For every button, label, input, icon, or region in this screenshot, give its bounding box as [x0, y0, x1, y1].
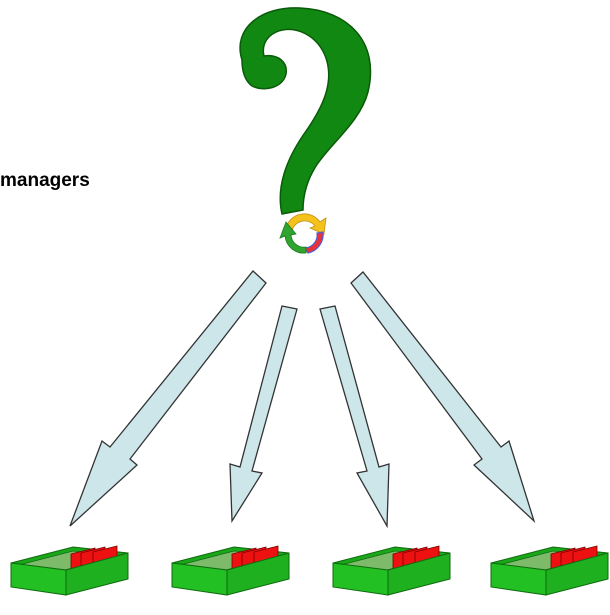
- arrow-3: [319, 305, 390, 529]
- sorting-tray-icon: [10, 545, 129, 596]
- arrow-4: [350, 271, 536, 524]
- cycle-green-segment: [279, 221, 307, 254]
- arrow-1: [69, 270, 267, 527]
- cycle-red-segment: [302, 231, 324, 254]
- sorting-tray-icon: [490, 545, 609, 596]
- managers-label: managers: [0, 170, 90, 191]
- question-mark-icon: [239, 7, 372, 215]
- cycle-yellow-segment: [285, 213, 327, 235]
- question-mark-hook: [239, 7, 372, 215]
- recycle-cycle-icon: [279, 213, 327, 254]
- sorting-tray-icon: [171, 545, 290, 596]
- sorting-tray-icon: [332, 545, 451, 596]
- arrows: [69, 270, 536, 529]
- sorting-trays: [10, 545, 609, 596]
- arrow-2: [229, 305, 298, 524]
